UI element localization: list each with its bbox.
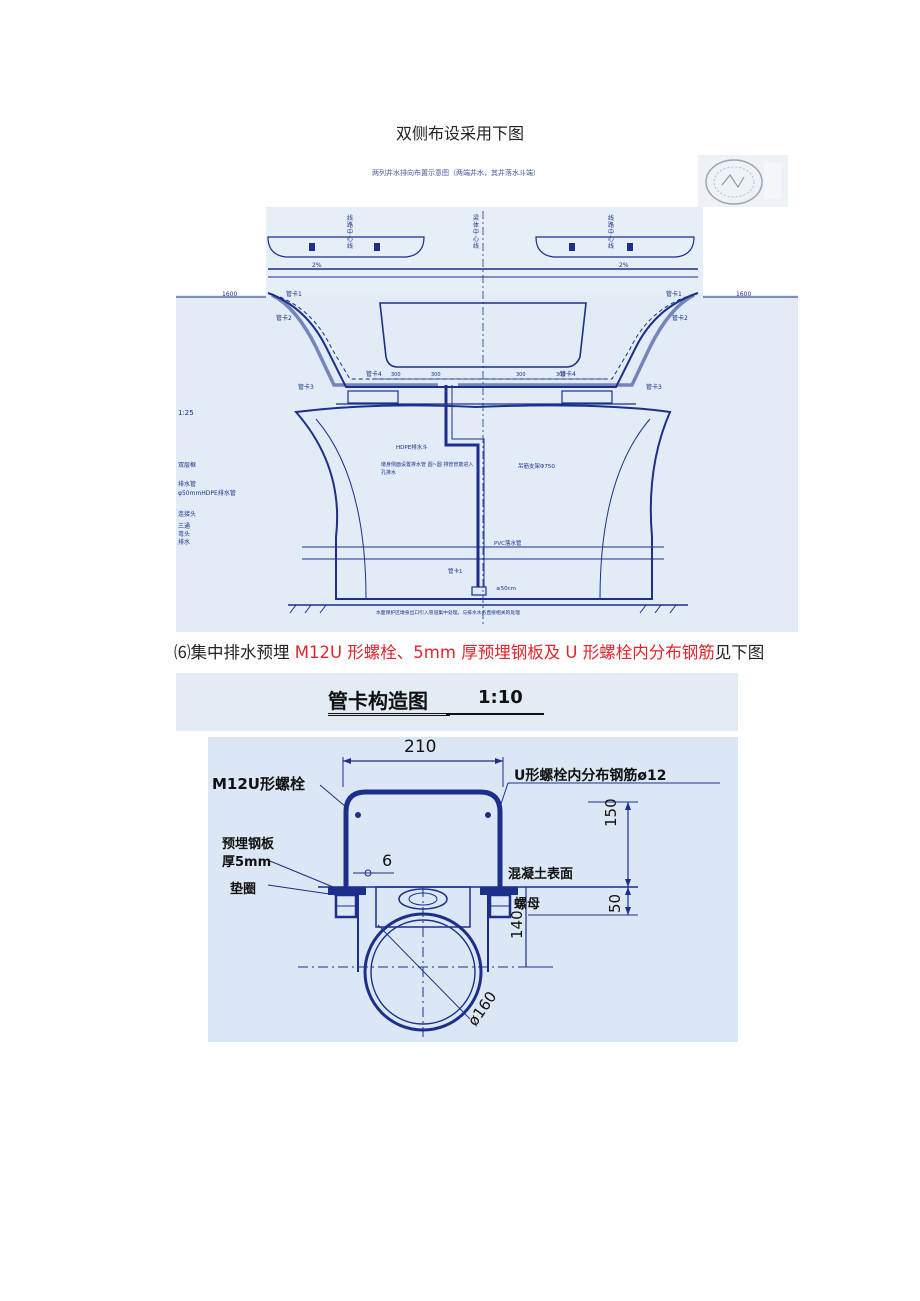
heading-highlight: M12U 形螺栓、5mm 厚预埋钢板及 U 形螺栓内分布钢筋 bbox=[294, 643, 715, 662]
heading-suffix: 见下图 bbox=[714, 643, 765, 662]
pipe-clamp-title-strip: 管卡构造图 1:10 bbox=[176, 673, 738, 731]
section-heading: ⑹集中排水预埋 M12U 形螺栓、5mm 厚预埋钢板及 U 形螺栓内分布钢筋见下… bbox=[174, 639, 814, 663]
figure-title: 管卡构造图 bbox=[328, 689, 428, 713]
drainage-layout-drawing bbox=[176, 207, 798, 632]
figure-scale: 1:10 bbox=[478, 687, 523, 708]
seal-stamp bbox=[698, 155, 788, 207]
page-title: 双侧布设采用下图 bbox=[395, 124, 524, 143]
figure-title-underline bbox=[328, 713, 450, 716]
figure-caption: 两列井水排向布置示意图（两端井水，其井落水斗端） bbox=[372, 169, 540, 177]
heading-prefix: ⑹集中排水预埋 bbox=[174, 643, 295, 662]
scale-underline bbox=[446, 713, 544, 715]
pipe-clamp-detail-drawing bbox=[208, 737, 738, 1042]
